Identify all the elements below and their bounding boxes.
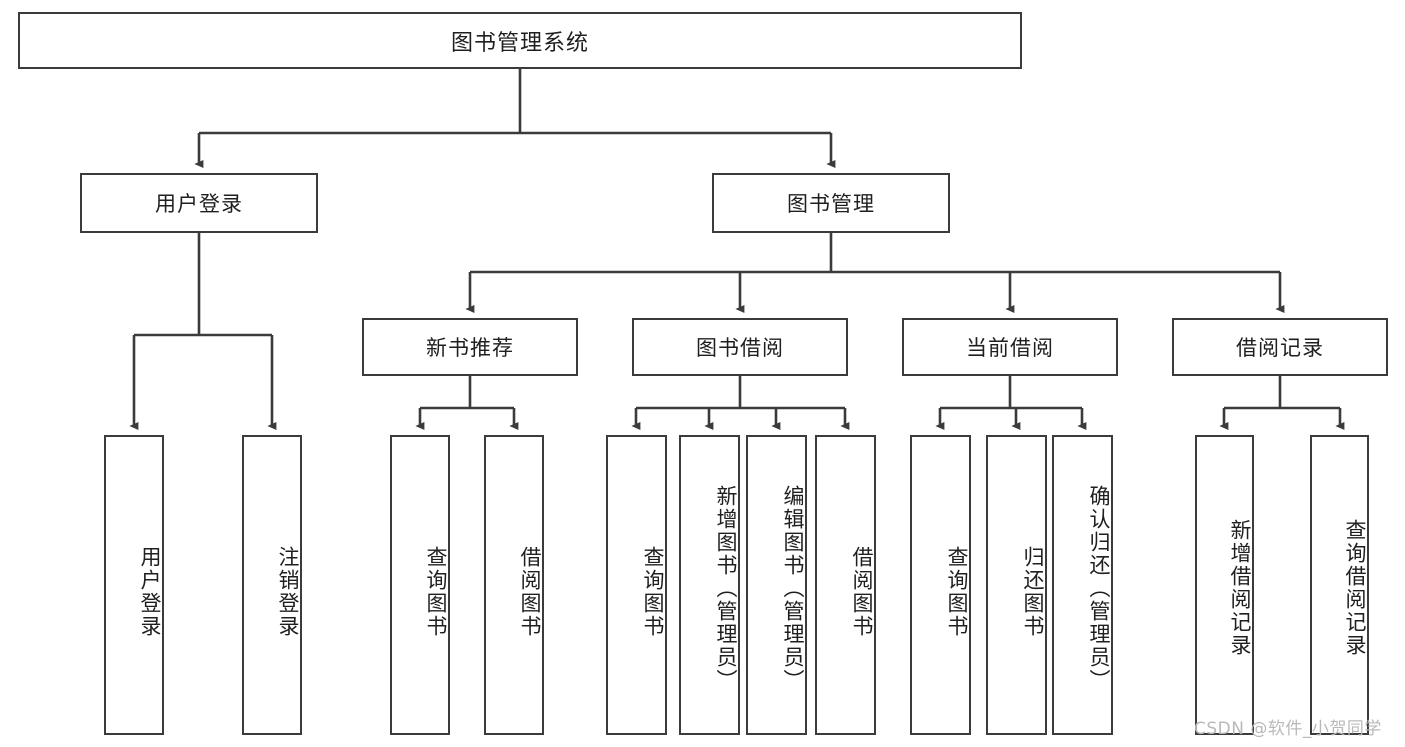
leaf-borrow-book[interactable]: 借阅图书 [815,435,876,735]
leaf-add-book-admin[interactable]: 新增图书（管理员） [679,435,740,735]
node-label: 图书管理系统 [450,30,589,56]
leaf-add-borrow-record[interactable]: 新增借阅记录 [1195,435,1254,735]
node-label: 查询图书 [424,546,448,638]
node-label: 新增图书（管理员） [714,484,738,692]
node-label: 图书借阅 [696,336,784,360]
node-label: 编辑图书（管理员） [781,484,805,692]
node-label: 用户登录 [138,546,162,638]
node-label: 用户登录 [155,192,243,216]
node-user-login[interactable]: 用户登录 [80,173,318,233]
node-label: 查询图书 [945,546,969,638]
node-label: 确认归还（管理员） [1087,484,1111,692]
node-label: 新书推荐 [426,336,514,360]
leaf-query-book-current[interactable]: 查询图书 [910,435,971,735]
node-label: 新增借阅记录 [1228,519,1252,657]
leaf-confirm-return-admin[interactable]: 确认归还（管理员） [1052,435,1113,735]
node-label: 注销登录 [276,546,300,638]
node-label: 借阅图书 [850,546,874,638]
node-current-borrow[interactable]: 当前借阅 [902,318,1118,376]
leaf-user-login[interactable]: 用户登录 [104,435,164,735]
node-new-book-recommend[interactable]: 新书推荐 [362,318,578,376]
node-label: 当前借阅 [966,336,1054,360]
leaf-edit-book-admin[interactable]: 编辑图书（管理员） [746,435,807,735]
leaf-query-borrow-record[interactable]: 查询借阅记录 [1310,435,1369,735]
node-label: 借阅记录 [1236,336,1324,360]
node-label: 查询图书 [641,546,665,638]
node-label: 查询借阅记录 [1343,519,1367,657]
leaf-borrow-book-recommend[interactable]: 借阅图书 [484,435,544,735]
node-book-management[interactable]: 图书管理 [712,173,950,233]
node-book-borrow[interactable]: 图书借阅 [632,318,848,376]
watermark-text: CSDN @软件_小贺同学 [1194,719,1382,739]
node-label: 归还图书 [1021,546,1045,638]
node-borrow-record[interactable]: 借阅记录 [1172,318,1388,376]
leaf-query-book-recommend[interactable]: 查询图书 [390,435,450,735]
node-label: 图书管理 [787,192,875,216]
node-label: 借阅图书 [518,546,542,638]
leaf-query-book-borrow[interactable]: 查询图书 [606,435,667,735]
leaf-logout[interactable]: 注销登录 [242,435,302,735]
leaf-return-book[interactable]: 归还图书 [986,435,1047,735]
node-root-system[interactable]: 图书管理系统 [18,12,1022,69]
